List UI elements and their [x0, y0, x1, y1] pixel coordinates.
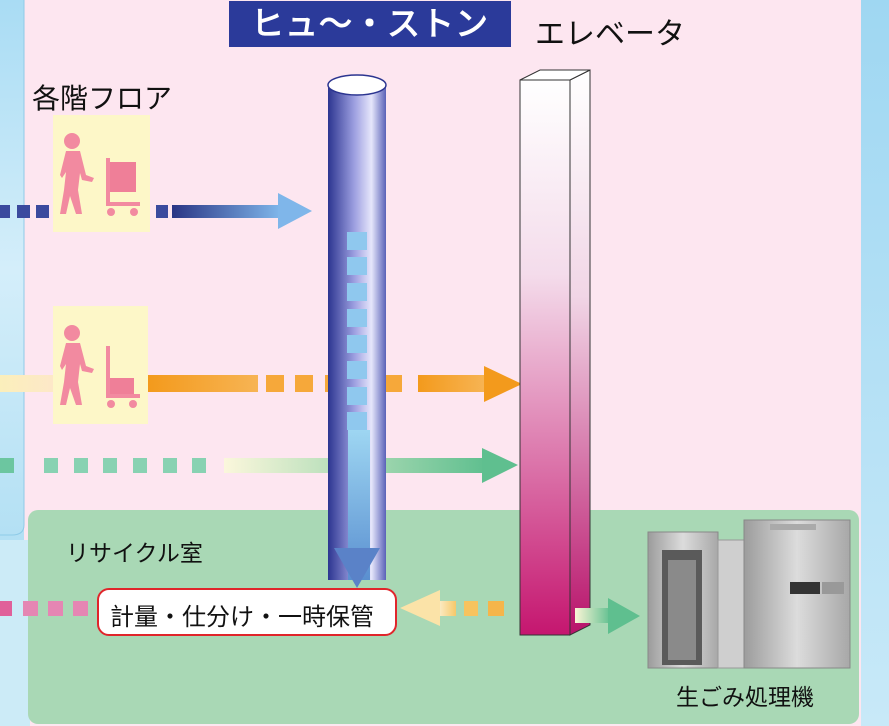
- process-label: 計量・仕分け・一時保管: [110, 603, 374, 631]
- left-lower-panel: [0, 540, 30, 726]
- flow-arrow-middle: [0, 366, 522, 402]
- flow-arrow-top: [0, 193, 312, 229]
- worker-with-cart-icon: [60, 133, 140, 216]
- worker-with-cart-icon: [60, 325, 140, 408]
- process-box: [97, 588, 397, 636]
- flow-arrow-machine: [575, 598, 640, 634]
- flow-arrow-recycle-left: [0, 601, 88, 616]
- worker-card-middle: [53, 306, 148, 424]
- title-main: ヒュ〜・ストン: [229, 1, 511, 47]
- title-sub: エレベータ: [535, 17, 685, 52]
- recycle-room-label: リサイクル室: [66, 541, 203, 567]
- right-side-panel: [861, 0, 889, 726]
- floors-label: 各階フロア: [32, 82, 173, 115]
- worker-card-top: [53, 115, 150, 232]
- garbage-processing-machine-icon: [647, 519, 851, 669]
- flow-arrow-return: [400, 590, 504, 626]
- elevator-shaft-icon: [519, 69, 591, 636]
- chute-tube-icon: [327, 74, 387, 588]
- left-side-panel: [0, 0, 24, 540]
- garbage-machine-label: 生ごみ処理機: [676, 685, 814, 711]
